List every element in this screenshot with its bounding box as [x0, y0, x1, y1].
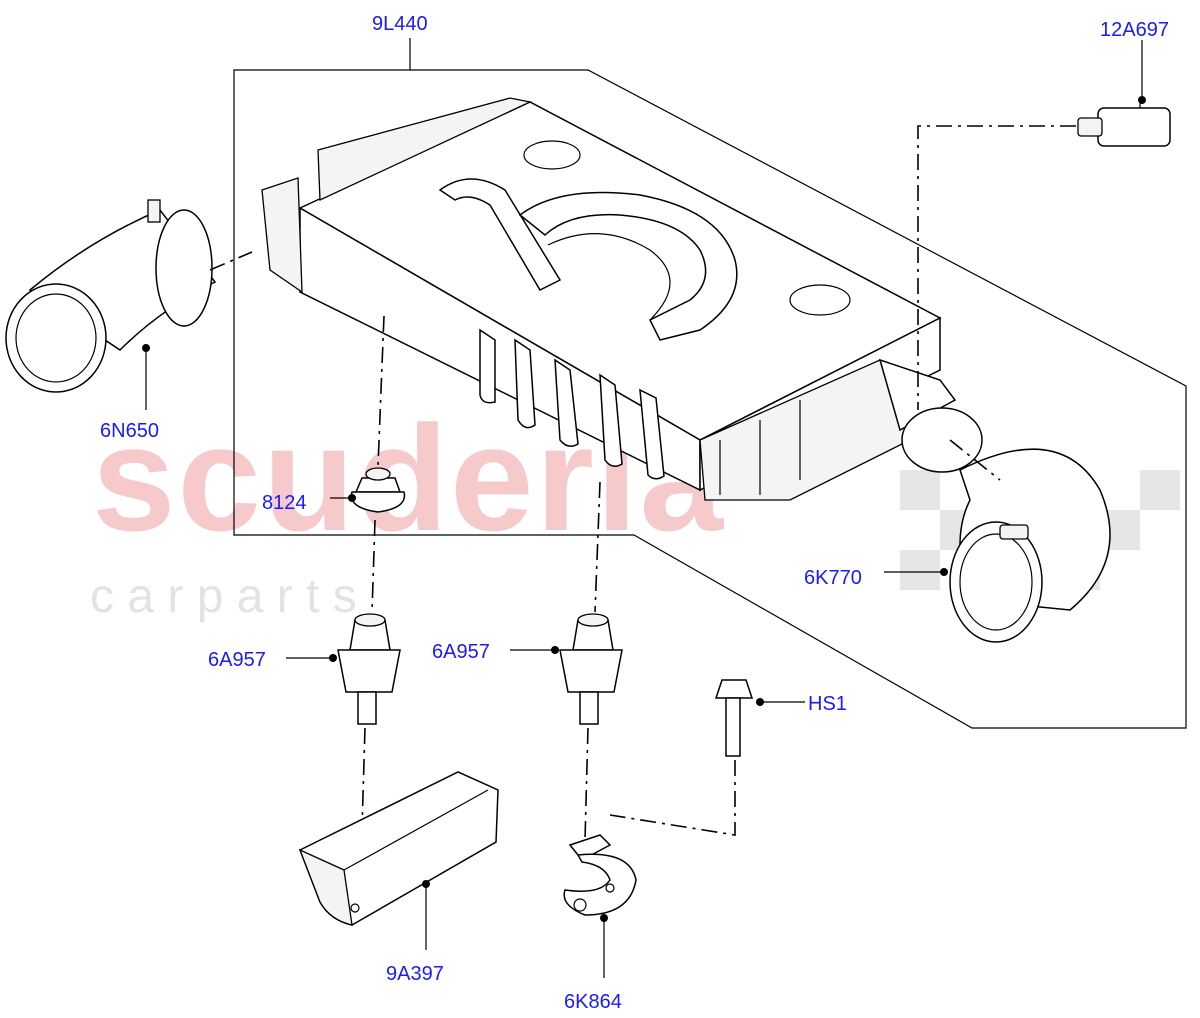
- callout-6N650[interactable]: 6N650: [100, 420, 159, 442]
- hose-6K770: [901, 407, 1111, 643]
- hose-6N650: [5, 199, 253, 393]
- leader-dot-6A957-right: [551, 646, 559, 654]
- callout-8124[interactable]: 8124: [262, 492, 307, 514]
- callout-6K864[interactable]: 6K864: [564, 991, 622, 1013]
- leader-dot-HS1: [756, 698, 764, 706]
- leader-dot-8124: [348, 494, 356, 502]
- leader-dot-9A397: [422, 880, 430, 888]
- leader-dot-6K864: [600, 914, 608, 922]
- callout-6K770[interactable]: 6K770: [804, 567, 862, 589]
- assembly-boundary: [233, 69, 1187, 729]
- leader-dot-6A957-left: [329, 654, 337, 662]
- sensor-12A697: [917, 100, 1171, 410]
- mount-6A957-right: [559, 481, 623, 841]
- heat-shield-9A397: [298, 771, 499, 926]
- intercooler-core: [261, 97, 957, 501]
- callout-HS1[interactable]: HS1: [808, 693, 847, 715]
- callout-6A957-left[interactable]: 6A957: [208, 649, 266, 671]
- callout-9A397[interactable]: 9A397: [386, 963, 444, 985]
- leader-dot-6K770: [940, 568, 948, 576]
- leader-dot-6N650: [142, 344, 150, 352]
- bolt-HS1: [609, 679, 754, 836]
- callout-9L440[interactable]: 9L440: [372, 13, 428, 35]
- callout-6A957-right[interactable]: 6A957: [432, 641, 490, 663]
- grommet-8124: [350, 315, 406, 513]
- mount-6A957-left: [337, 519, 401, 896]
- leader-dot-12A697: [1138, 96, 1146, 104]
- bracket-6K864: [563, 834, 637, 916]
- watermark-tagline: c a r p a r t s: [90, 570, 357, 623]
- callout-12A697[interactable]: 12A697: [1100, 19, 1169, 41]
